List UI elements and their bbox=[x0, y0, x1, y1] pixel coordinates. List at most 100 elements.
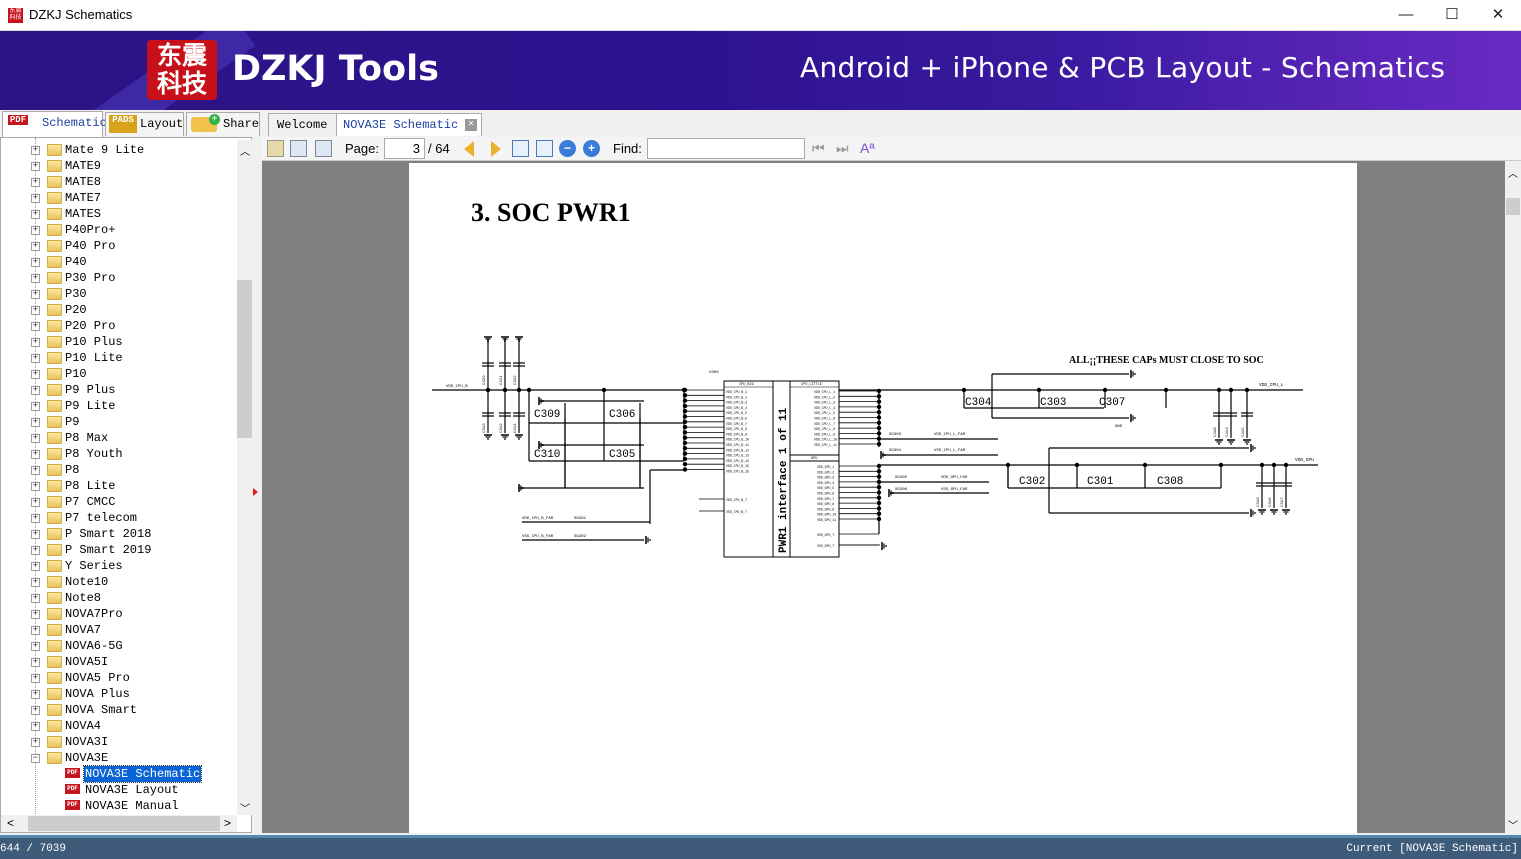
tree-item[interactable]: +P40 Pro bbox=[1, 238, 237, 254]
expand-icon[interactable]: + bbox=[31, 513, 40, 523]
tree-item[interactable]: +NOVA7Pro bbox=[1, 606, 237, 622]
previous-page-icon[interactable] bbox=[464, 141, 474, 157]
expand-icon[interactable]: + bbox=[31, 609, 40, 619]
find-input[interactable] bbox=[647, 138, 805, 159]
tree-item[interactable]: +P8 bbox=[1, 462, 237, 478]
expand-icon[interactable]: + bbox=[31, 673, 40, 683]
expand-icon[interactable]: + bbox=[31, 289, 40, 299]
expand-icon[interactable]: + bbox=[31, 225, 40, 235]
tree-item[interactable]: +P10 Plus bbox=[1, 334, 237, 350]
copy-icon[interactable] bbox=[267, 140, 284, 157]
tree-item[interactable]: +NOVA7 bbox=[1, 622, 237, 638]
tree-item[interactable]: +P7 CMCC bbox=[1, 494, 237, 510]
tree-item[interactable]: +P8 Youth bbox=[1, 446, 237, 462]
expand-icon[interactable]: + bbox=[31, 449, 40, 459]
expand-icon[interactable]: + bbox=[31, 353, 40, 363]
expand-icon[interactable]: + bbox=[31, 257, 40, 267]
scroll-down-icon[interactable]: ﹀ bbox=[240, 804, 250, 815]
collapse-icon[interactable]: − bbox=[31, 753, 40, 763]
find-previous-icon[interactable]: ⏮ bbox=[812, 140, 825, 156]
expand-icon[interactable]: + bbox=[31, 385, 40, 395]
tree-item[interactable]: +P30 Pro bbox=[1, 270, 237, 286]
page-number-input[interactable] bbox=[384, 138, 425, 159]
expand-icon[interactable]: + bbox=[31, 561, 40, 571]
match-case-icon[interactable]: Aª bbox=[860, 140, 875, 156]
expand-icon[interactable]: + bbox=[31, 401, 40, 411]
tree-item[interactable]: +NOVA Plus bbox=[1, 686, 237, 702]
expand-icon[interactable]: + bbox=[31, 193, 40, 203]
tab-welcome[interactable]: Welcome bbox=[268, 113, 336, 136]
maximize-button[interactable]: ☐ bbox=[1445, 6, 1459, 23]
next-page-icon[interactable] bbox=[491, 141, 501, 157]
tree-item[interactable]: +P Smart 2018 bbox=[1, 526, 237, 542]
tree-item[interactable]: +NOVA Smart bbox=[1, 702, 237, 718]
tree-vertical-scrollbar[interactable]: ︿ ﹀ bbox=[237, 140, 252, 815]
close-button[interactable]: ✕ bbox=[1491, 6, 1505, 23]
tree-item[interactable]: +NOVA4 bbox=[1, 718, 237, 734]
expand-icon[interactable]: + bbox=[31, 625, 40, 635]
scroll-thumb[interactable] bbox=[237, 280, 252, 438]
tree-item[interactable]: +MATE9 bbox=[1, 158, 237, 174]
expand-icon[interactable]: + bbox=[31, 657, 40, 667]
scroll-right-icon[interactable]: > bbox=[224, 816, 232, 830]
tree-item[interactable]: +P10 bbox=[1, 366, 237, 382]
expand-icon[interactable]: + bbox=[31, 465, 40, 475]
expand-icon[interactable]: + bbox=[31, 209, 40, 219]
expand-icon[interactable]: + bbox=[31, 721, 40, 731]
tree-item[interactable]: +P Smart 2019 bbox=[1, 542, 237, 558]
tree-item[interactable]: +P7 telecom bbox=[1, 510, 237, 526]
expand-icon[interactable]: + bbox=[31, 641, 40, 651]
scroll-thumb[interactable] bbox=[1506, 198, 1520, 215]
tree-item[interactable]: +MATES bbox=[1, 206, 237, 222]
tree-item[interactable]: −NOVA3E bbox=[1, 750, 237, 766]
expand-icon[interactable]: + bbox=[31, 161, 40, 171]
tree-item[interactable]: +P30 bbox=[1, 286, 237, 302]
expand-icon[interactable]: + bbox=[31, 593, 40, 603]
rotate-ccw-icon[interactable] bbox=[315, 140, 332, 157]
tree-item[interactable]: +P8 Max bbox=[1, 430, 237, 446]
expand-icon[interactable]: + bbox=[31, 417, 40, 427]
zoom-in-icon[interactable]: + bbox=[583, 140, 600, 157]
find-next-icon[interactable]: ⏭ bbox=[836, 140, 849, 156]
expand-icon[interactable]: + bbox=[31, 705, 40, 715]
expand-icon[interactable]: + bbox=[31, 177, 40, 187]
expand-icon[interactable]: + bbox=[31, 433, 40, 443]
rotate-cw-icon[interactable] bbox=[290, 140, 307, 157]
expand-icon[interactable]: + bbox=[31, 529, 40, 539]
fit-page-icon[interactable] bbox=[536, 140, 553, 157]
expand-icon[interactable]: + bbox=[31, 145, 40, 155]
scroll-up-icon[interactable]: ︿ bbox=[1508, 169, 1518, 180]
expand-icon[interactable]: + bbox=[31, 321, 40, 331]
tree-item[interactable]: +MATE7 bbox=[1, 190, 237, 206]
fit-width-icon[interactable] bbox=[512, 140, 529, 157]
tree-item[interactable]: +P20 Pro bbox=[1, 318, 237, 334]
close-tab-icon[interactable]: ✕ bbox=[465, 119, 477, 131]
tree-item[interactable]: +P20 bbox=[1, 302, 237, 318]
splitter-arrow-icon[interactable] bbox=[253, 488, 258, 496]
tree-item[interactable]: +NOVA5I bbox=[1, 654, 237, 670]
tree-item[interactable]: +MATE8 bbox=[1, 174, 237, 190]
tab-nova3e-schematic[interactable]: NOVA3E Schematic ✕ bbox=[336, 113, 482, 136]
tree-item[interactable]: +P40Pro+ bbox=[1, 222, 237, 238]
expand-icon[interactable]: + bbox=[31, 273, 40, 283]
tree-item[interactable]: +P40 bbox=[1, 254, 237, 270]
tree-item[interactable]: +Note8 bbox=[1, 590, 237, 606]
scroll-up-icon[interactable]: ︿ bbox=[240, 147, 250, 158]
tree-item[interactable]: +Y Series bbox=[1, 558, 237, 574]
zoom-out-icon[interactable]: − bbox=[559, 140, 576, 157]
scroll-thumb[interactable] bbox=[28, 816, 220, 831]
tab-share[interactable]: + Share bbox=[186, 112, 260, 136]
tree-item[interactable]: +NOVA5 Pro bbox=[1, 670, 237, 686]
tree-item[interactable]: +P9 Lite bbox=[1, 398, 237, 414]
tab-layout[interactable]: PADS Layout bbox=[105, 112, 184, 136]
tab-schematic[interactable]: PDF Schematic bbox=[2, 111, 107, 137]
tree-item[interactable]: +P10 Lite bbox=[1, 350, 237, 366]
expand-icon[interactable]: + bbox=[31, 481, 40, 491]
scroll-down-icon[interactable]: ﹀ bbox=[1508, 821, 1518, 832]
tree-horizontal-scrollbar[interactable]: < > bbox=[1, 815, 237, 832]
expand-icon[interactable]: + bbox=[31, 577, 40, 587]
expand-icon[interactable]: + bbox=[31, 305, 40, 315]
